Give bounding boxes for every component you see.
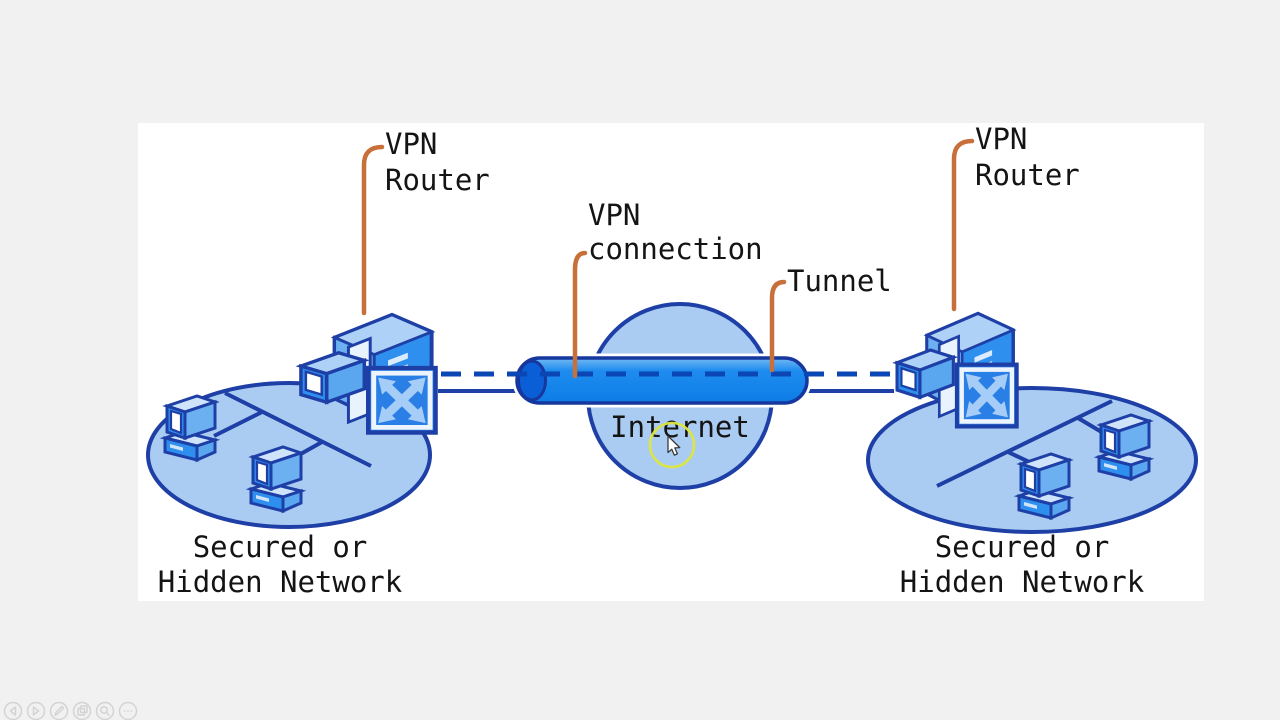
- annotation-toolbar: [3, 701, 138, 720]
- right-network-label-line2: Hidden Network: [900, 565, 1145, 599]
- zoom-icon[interactable]: [95, 701, 115, 720]
- vpn-tunnel: [512, 353, 812, 408]
- tunnel-end-cap: [517, 359, 547, 402]
- right-secured-network: [866, 386, 1198, 534]
- left-vpn-router-label-line1: VPN: [385, 127, 437, 161]
- left-network-label-line2: Hidden Network: [158, 565, 403, 599]
- tunnel-label: Tunnel: [787, 264, 892, 298]
- workstation-icon: [249, 445, 303, 513]
- left-network-label-line1: Secured or: [193, 530, 368, 564]
- vpn-connection-label-line1: VPN: [588, 198, 640, 232]
- right-vpn-router-label-line2: Router: [975, 158, 1080, 192]
- more-icon[interactable]: [118, 701, 138, 720]
- workstation-icon: [1017, 452, 1071, 520]
- workstation-icon: [1097, 413, 1151, 481]
- pen-icon[interactable]: [49, 701, 69, 720]
- workstation-icon: [163, 394, 217, 462]
- previous-icon[interactable]: [3, 701, 23, 720]
- tunnel-leader-line: [769, 279, 787, 373]
- pages-icon[interactable]: [72, 701, 92, 720]
- internet-label: Internet: [610, 410, 750, 444]
- highlight-ring: [648, 421, 696, 469]
- left-router-leader-line: [361, 144, 385, 316]
- left-vpn-router-label-line2: Router: [385, 163, 490, 197]
- right-network-label-line1: Secured or: [935, 530, 1110, 564]
- right-router-leader-line: [951, 138, 975, 312]
- right-vpn-router-label-line1: VPN: [975, 122, 1027, 156]
- vpn-connection-leader-line: [572, 250, 588, 379]
- mouse-cursor-icon: [667, 435, 681, 456]
- next-icon[interactable]: [26, 701, 46, 720]
- vpn-connection-label-line2: connection: [588, 232, 763, 266]
